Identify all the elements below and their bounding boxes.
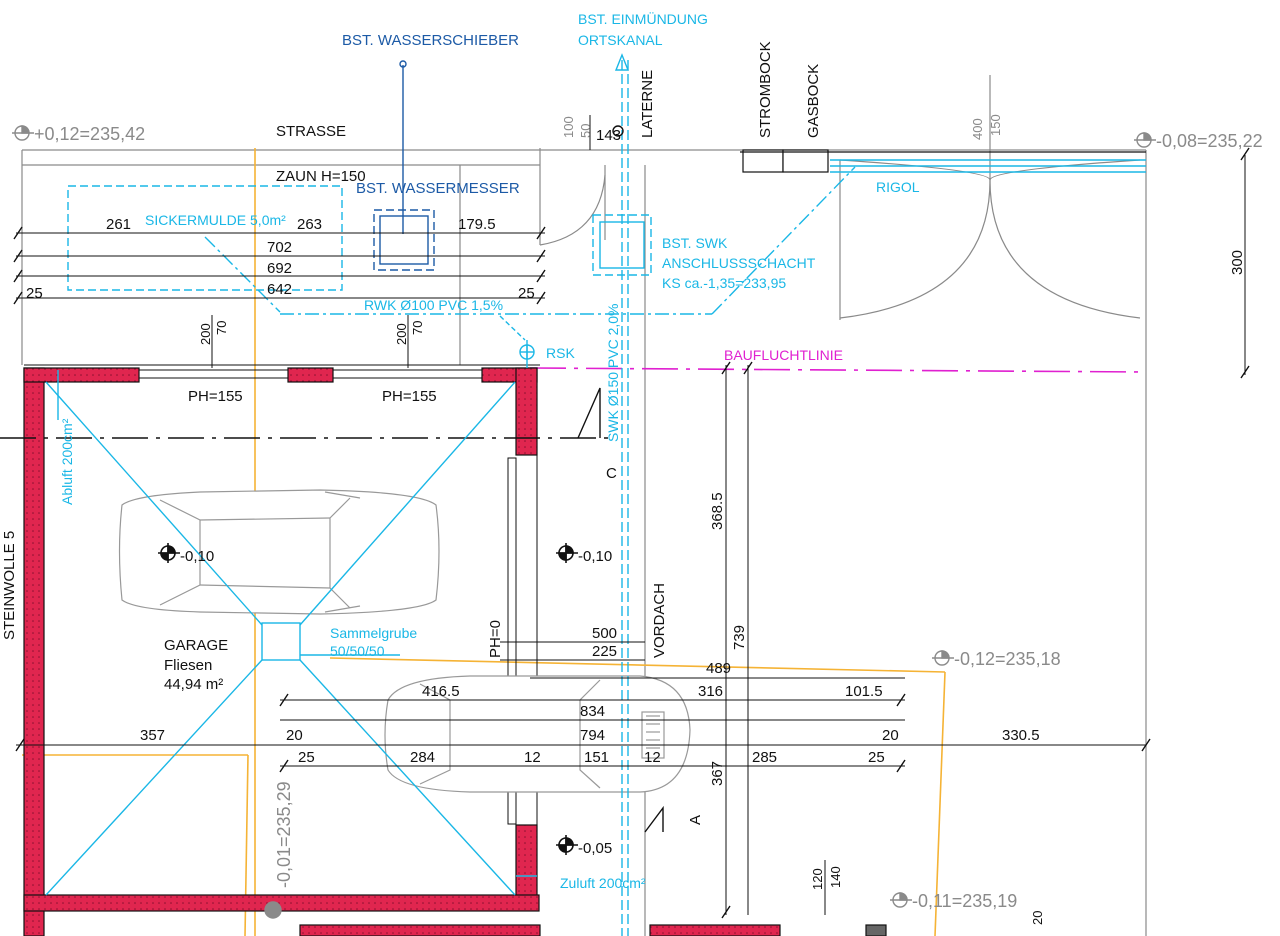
label-ph-left: PH=155 [188,388,243,405]
dimension-lines [16,115,1246,915]
label-abluft: Abluft 200cm² [59,418,75,505]
dim-70b: 70 [410,321,425,335]
label-ph0: PH=0 [487,620,504,658]
label-gasbock: GASBOCK [805,64,822,138]
dim-12b: 12 [644,749,661,766]
dim-200a: 200 [198,323,213,345]
label-swk-1: BST. SWK [662,235,728,251]
label-area: 44,94 m² [164,676,223,693]
baufluchtlinie-line [529,367,1147,373]
label-rwk: RWK Ø100 PVC 1,5% [364,297,503,313]
dim-692: 692 [267,260,292,277]
dim-285: 285 [752,749,777,766]
dim-20b: 20 [882,727,899,744]
label-swk-3: KS ca.-1,35=233,95 [662,275,786,291]
dim-357: 357 [140,727,165,744]
dim-20c: 20 [1030,911,1045,925]
water-meter [373,60,435,271]
dim-834: 834 [580,703,605,720]
label-swk-2: ANSCHLUSSSCHACHT [662,255,816,271]
dim-489: 489 [706,660,731,677]
dim-200b: 200 [394,323,409,345]
label-sammelgrube-2: 50/50/50 [330,643,385,659]
dim-25b: 25 [518,285,535,302]
label-wassermesser: BST. WASSERMESSER [356,180,520,197]
label-baufluchtlinie: BAUFLUCHTLINIE [724,347,843,363]
dim-25c: 25 [298,749,315,766]
level-vertical: -0,01=235,29 [274,781,294,888]
level-bottom-right: -0,11=235,19 [912,891,1017,911]
cyan-lines [45,53,1146,936]
garage-walls [23,367,887,936]
label-zaun: ZAUN H=150 [276,168,366,185]
label-wasserschieber: BST. WASSERSCHIEBER [342,32,519,49]
dimension-ticks [13,147,1250,919]
dim-794: 794 [580,727,605,744]
level-top-right: -0,08=235,22 [1156,131,1263,151]
dim-151: 151 [584,749,609,766]
dim-642: 642 [267,281,292,298]
dim-263: 263 [297,216,322,233]
dim-101: 101.5 [845,683,883,700]
level-entrance: -0,05 [578,840,612,857]
dim-70a: 70 [214,321,229,335]
label-sammelgrube-1: Sammelgrube [330,625,417,641]
level-marker-icons-black [158,543,578,855]
dim-179: 179.5 [458,216,496,233]
laterne-icon [612,125,624,137]
dim-368: 368.5 [709,492,726,530]
label-fliesen: Fliesen [164,657,212,674]
dim-400: 400 [970,118,985,140]
label-vordach: VORDACH [651,583,668,658]
label-section-a: A [687,815,704,825]
label-rigol: RIGOL [876,179,920,195]
label-section-c: C [606,465,617,482]
dim-261: 261 [106,216,131,233]
level-right-mid: -0,12=235,18 [954,649,1061,669]
label-swk-pipe: SWK Ø150 PVC 2,0% [605,303,621,442]
dim-500: 500 [592,625,617,642]
dim-120: 120 [810,868,825,890]
dim-25d: 25 [868,749,885,766]
dim-416: 416.5 [422,683,460,700]
label-garage: GARAGE [164,637,228,654]
level-vordach-floor: -0,10 [578,548,612,565]
label-strombock: STROMBOCK [757,41,774,138]
label-ph-right: PH=155 [382,388,437,405]
car-bottom [384,675,691,793]
dim-12a: 12 [524,749,541,766]
dim-140: 140 [828,866,843,888]
street-lines [21,75,1147,936]
dim-702: 702 [267,239,292,256]
dim-739: 739 [731,625,748,650]
dim-330: 330.5 [1002,727,1040,744]
label-strasse: STRASSE [276,123,346,140]
dim-50: 50 [578,124,593,138]
level-marker-icons [12,125,1156,919]
dim-25a: 25 [26,285,43,302]
level-top-left: +0,12=235,42 [34,124,145,144]
dim-100: 100 [561,116,576,138]
label-einmuendung-2: ORTSKANAL [578,32,663,48]
dim-300: 300 [1229,250,1246,275]
dim-367: 367 [709,761,726,786]
label-sickermulde: SICKERMULDE 5,0m² [145,212,286,228]
label-laterne: LATERNE [639,70,656,138]
label-einmuendung-1: BST. EINMÜNDUNG [578,10,708,27]
dim-316: 316 [698,683,723,700]
label-steinwolle: STEINWOLLE 5 [1,531,18,640]
label-rsk: RSK [546,345,575,361]
dim-150: 150 [988,114,1003,136]
dim-20a: 20 [286,727,303,744]
level-garage-floor: -0,10 [180,548,214,565]
label-zuluft: Zuluft 200cm² [560,875,646,891]
stromgas-boxes [742,149,829,173]
dim-225: 225 [592,643,617,660]
dim-143: 143 [596,127,621,144]
rsk-symbol [519,340,535,368]
dim-284: 284 [410,749,435,766]
